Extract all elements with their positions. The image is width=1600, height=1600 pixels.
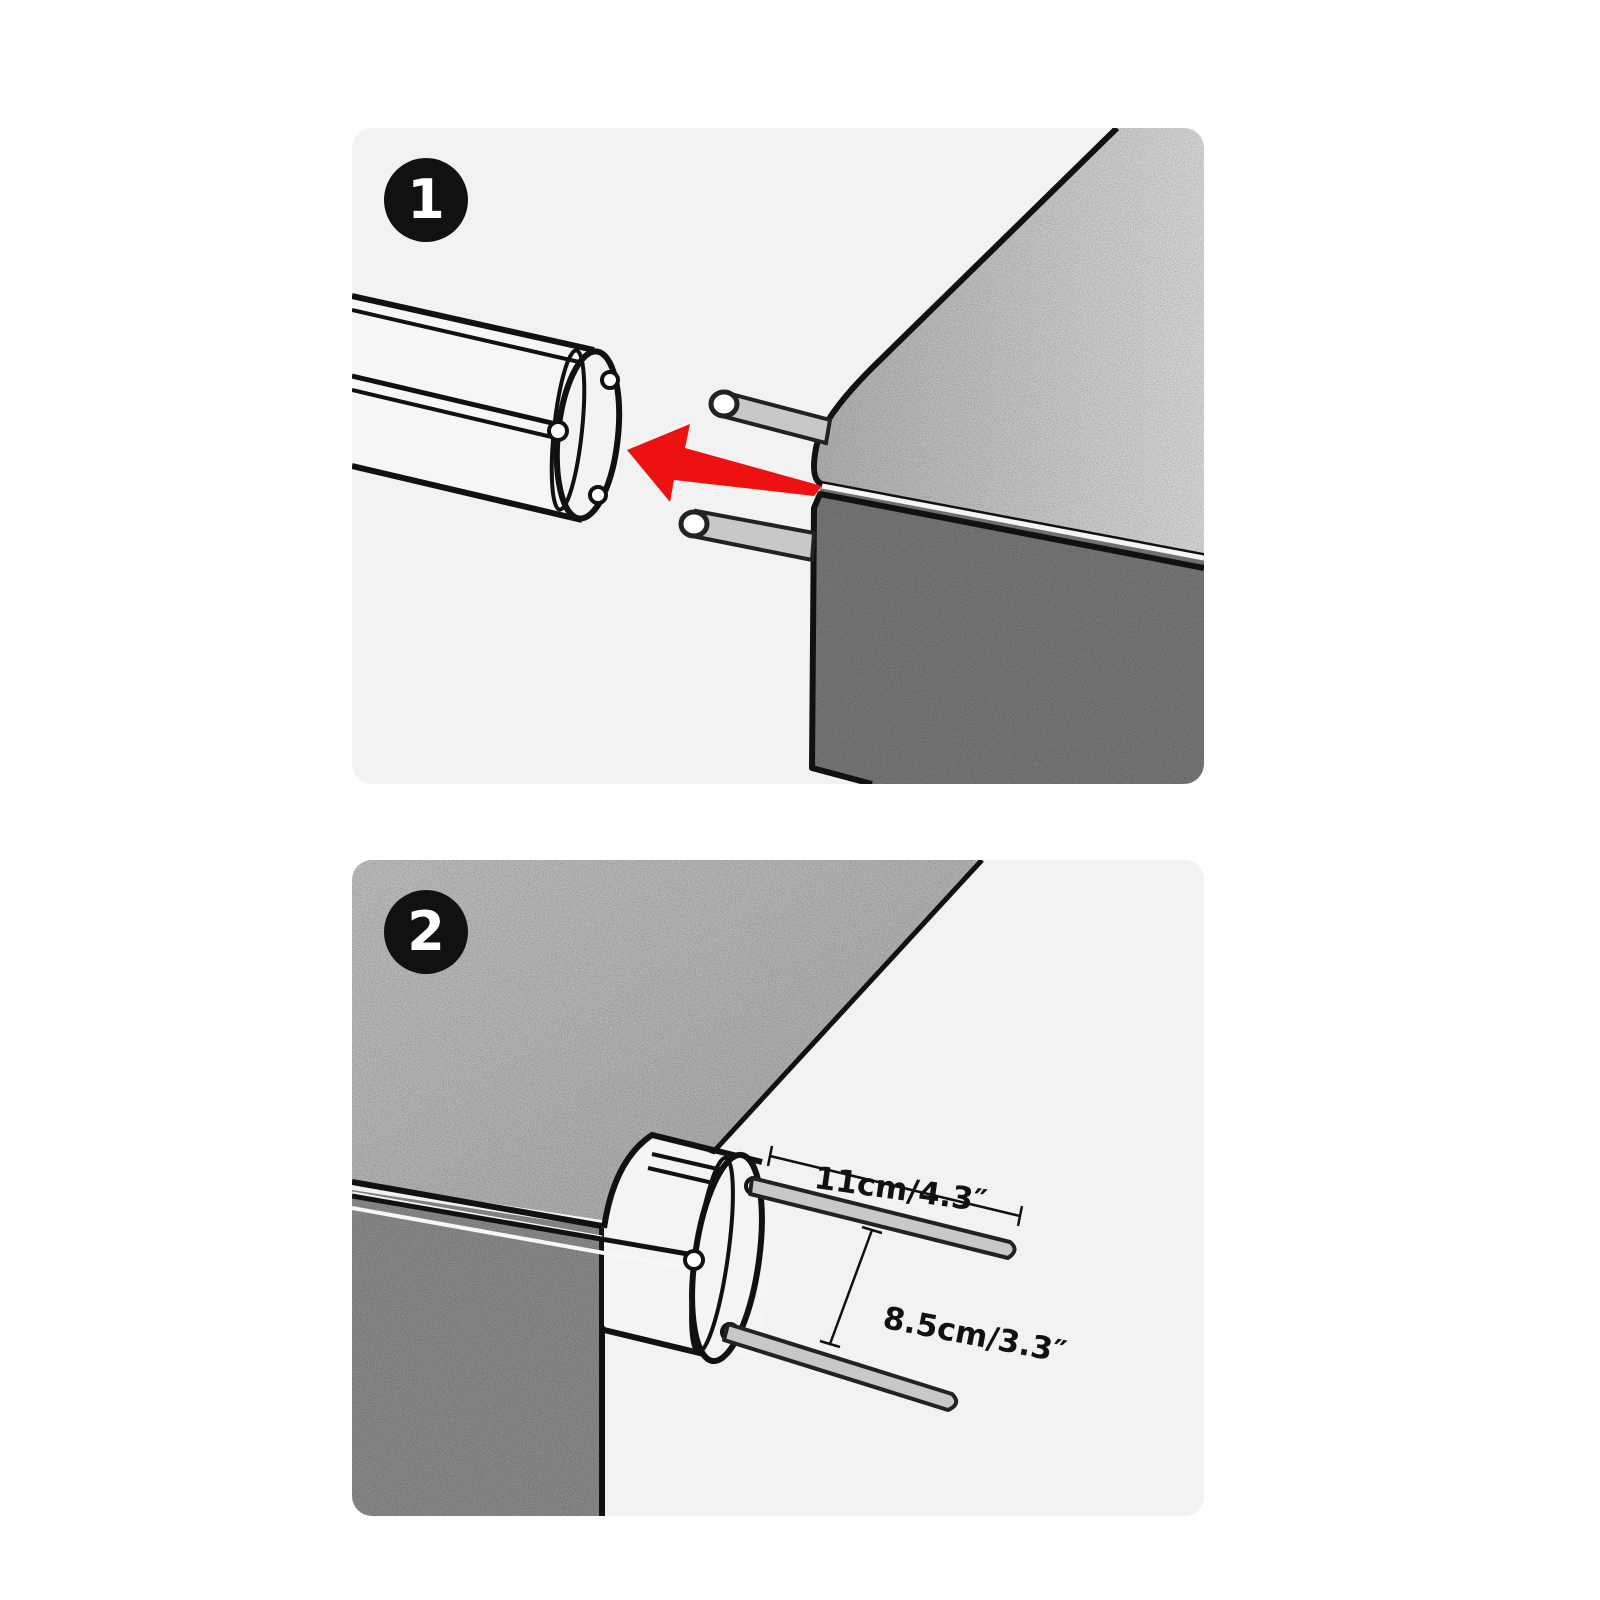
arrow-left-icon [627, 424, 822, 502]
dimension-line-spacing [819, 1225, 883, 1349]
cushion-seam [821, 483, 1204, 561]
step-1-illustration [352, 128, 1204, 784]
cushion-side-surface [812, 484, 1204, 784]
dimension-line-length [766, 1145, 1024, 1227]
step-2-panel: 2 11cm/4.3″ 8.5cm/3.3″ [352, 860, 1204, 1516]
tube-connector [352, 1131, 769, 1365]
rod-lower [722, 1322, 959, 1412]
rod-upper [748, 1176, 1017, 1260]
rod-upper [708, 389, 833, 446]
rod-lower [678, 508, 817, 563]
cushion-top-surface [814, 128, 1204, 556]
cushion-top-surface [352, 860, 982, 1220]
step-number-badge: 2 [384, 890, 468, 974]
step-2-illustration [352, 860, 1024, 1516]
tube-connector [352, 293, 623, 523]
step-1-panel: 1 [352, 128, 1204, 784]
cushion-seam [352, 1179, 603, 1229]
cushion-outline [811, 128, 1204, 559]
cushion-outline [702, 860, 984, 1164]
cushion-side-surface [352, 1190, 600, 1516]
cushion-edge-outline [809, 491, 1204, 784]
step-number-badge: 1 [384, 158, 468, 242]
